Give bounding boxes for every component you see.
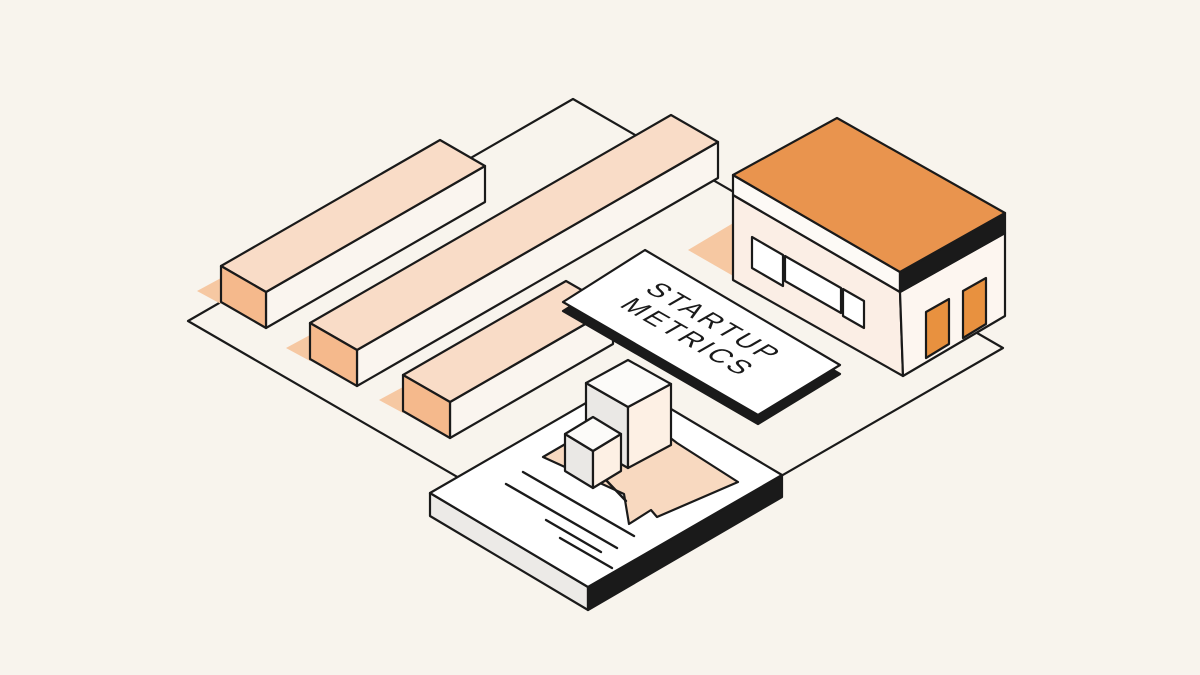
bar-3-end (401, 373, 452, 440)
building (731, 116, 1007, 378)
window-pane-2 (783, 254, 843, 315)
bar-2-end (308, 321, 359, 388)
door-1 (924, 297, 951, 360)
document-text-line-2 (504, 482, 619, 550)
document-text-line-4 (558, 536, 614, 570)
bar-2 (308, 113, 720, 388)
shadows (197, 222, 735, 413)
bar-1-shadow (197, 278, 221, 304)
bar-2-shadow (286, 335, 310, 361)
building-roof (731, 116, 1007, 274)
document-text-line-3 (544, 518, 603, 554)
bar-3-shadow (379, 387, 403, 413)
window-pane-3 (841, 287, 866, 330)
cube-large-top (584, 358, 673, 409)
sign-face (561, 248, 842, 417)
bar-1-end (219, 264, 268, 330)
cube-small-top (563, 415, 623, 453)
door-2 (961, 276, 988, 340)
metrics-sign: STARTUP METRICS (561, 248, 842, 426)
document-text-lines (504, 470, 636, 570)
window-pane-1 (750, 235, 785, 288)
cube-small (563, 415, 623, 490)
report-document (428, 358, 784, 612)
building-shadow (688, 222, 735, 277)
document-text-line-1 (521, 470, 636, 538)
bar-1 (219, 138, 487, 330)
